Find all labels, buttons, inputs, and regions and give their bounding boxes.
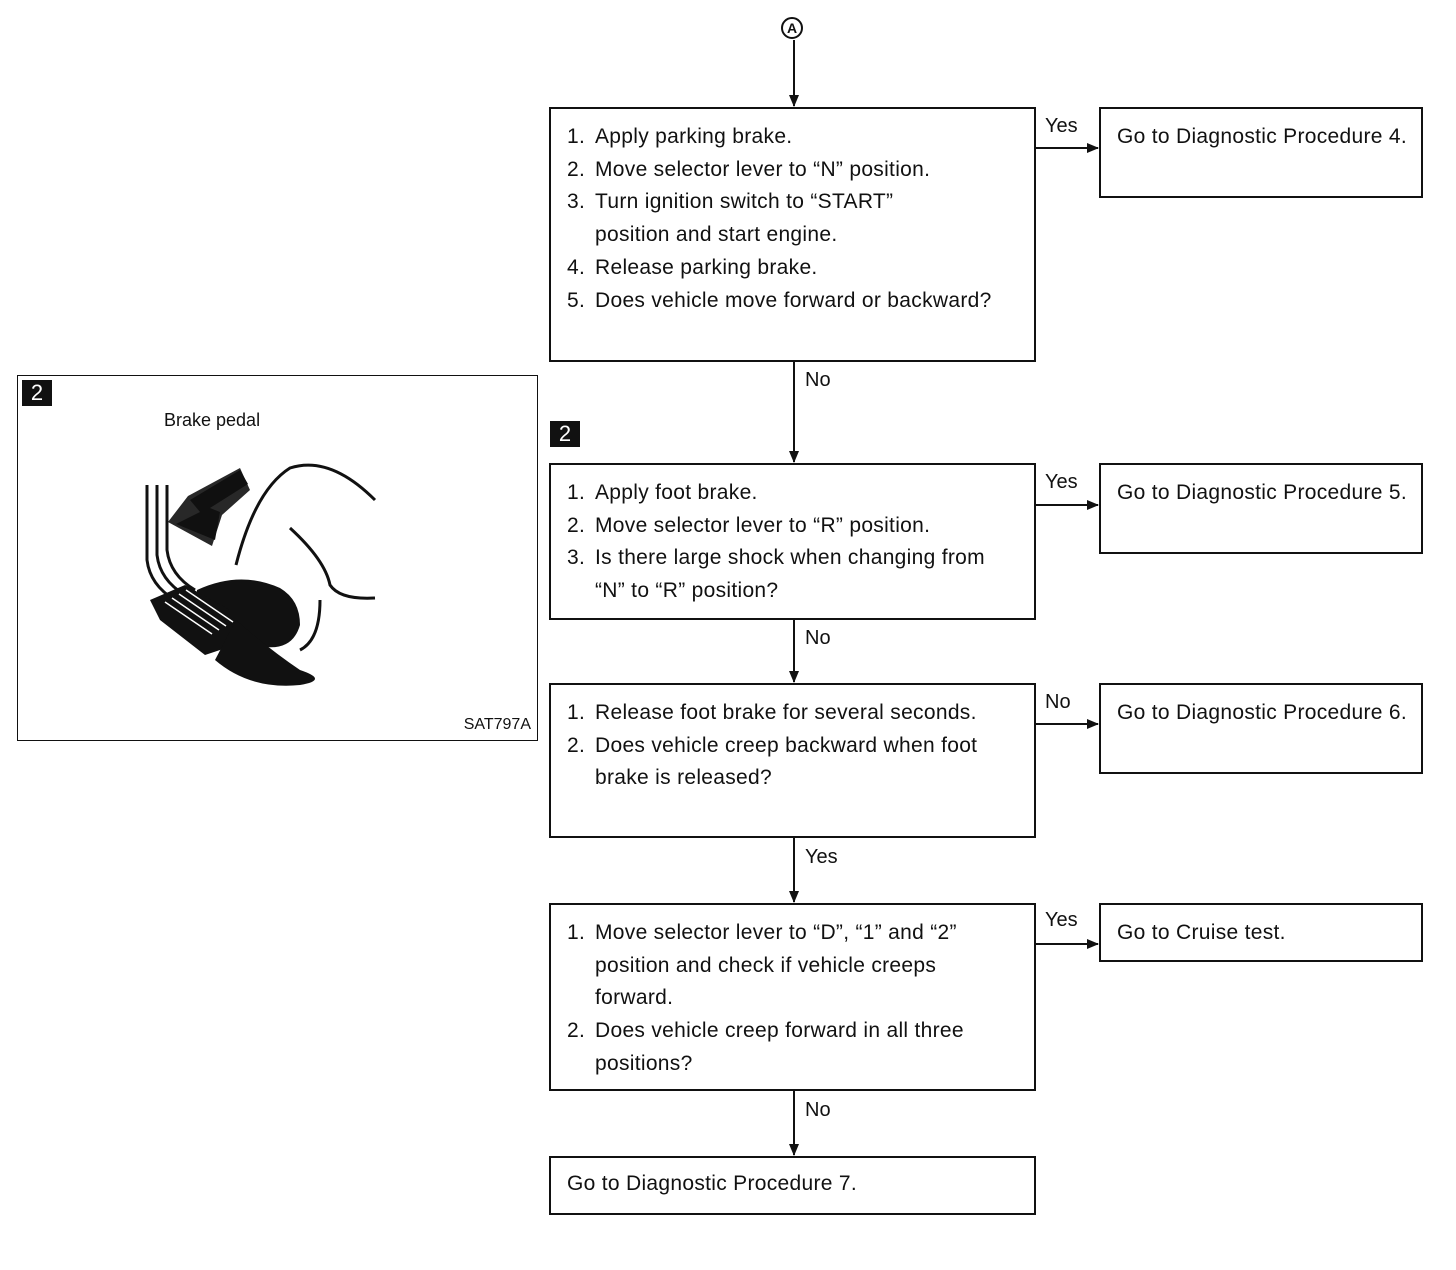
final-box: Go to Diagnostic Procedure 7. <box>549 1156 1036 1215</box>
result-box-2: Go to Diagnostic Procedure 5. <box>1099 463 1423 554</box>
list-item: 2.Does vehicle creep backward when foot … <box>567 733 978 790</box>
box1-side-label: Yes <box>1045 115 1078 137</box>
decision-box-4-steps: 1.Move selector lever to “D”, “1” and “2… <box>567 917 1015 1081</box>
list-item: 2.Does vehicle creep forward in all thre… <box>567 1019 964 1075</box>
decision-box-3-steps: 1.Release foot brake for several seconds… <box>567 697 1015 795</box>
result-box-3: Go to Diagnostic Procedure 6. <box>1099 683 1423 774</box>
result-box-4: Go to Cruise test. <box>1099 903 1423 962</box>
decision-box-2: 1.Apply foot brake. 2.Move selector leve… <box>549 463 1036 620</box>
result-box-2-text: Go to Diagnostic Procedure 5. <box>1117 481 1408 504</box>
decision-box-2-steps: 1.Apply foot brake. 2.Move selector leve… <box>567 477 1015 608</box>
list-item: 4.Release parking brake. <box>567 255 818 279</box>
list-item: 1.Release foot brake for several seconds… <box>567 701 977 724</box>
box3-down-label: Yes <box>805 846 838 868</box>
box3-side-label: No <box>1045 691 1071 713</box>
figure-caption: Brake pedal <box>164 410 261 430</box>
box4-side-label: Yes <box>1045 909 1078 931</box>
decision-box-3: 1.Release foot brake for several seconds… <box>549 683 1036 838</box>
result-box-3-text: Go to Diagnostic Procedure 6. <box>1117 701 1408 724</box>
figure-code: SAT797A <box>463 716 531 733</box>
offpage-connector-symbol: A <box>781 17 803 39</box>
box1-down-label: No <box>805 369 831 391</box>
box4-down-label: No <box>805 1099 831 1121</box>
list-item: 3.Is there large shock when changing fro… <box>567 546 985 603</box>
result-box-1: Go to Diagnostic Procedure 4. <box>1099 107 1423 198</box>
list-item: 2.Move selector lever to “N” position. <box>567 157 931 181</box>
list-item: 3.Turn ignition switch to “START” positi… <box>567 190 894 247</box>
box2-step-badge: 2 <box>550 421 580 447</box>
final-box-text: Go to Diagnostic Procedure 7. <box>567 1172 858 1195</box>
decision-box-1-steps: 1.Apply parking brake. 2.Move selector l… <box>567 121 1003 317</box>
list-item: 1.Apply parking brake. <box>567 125 793 148</box>
list-item: 2.Move selector lever to “R” position. <box>567 513 931 537</box>
decision-box-1: 1.Apply parking brake. 2.Move selector l… <box>549 107 1036 362</box>
decision-box-4: 1.Move selector lever to “D”, “1” and “2… <box>549 903 1036 1091</box>
result-box-4-text: Go to Cruise test. <box>1117 921 1286 944</box>
box2-side-label: Yes <box>1045 471 1078 493</box>
list-item: 1.Move selector lever to “D”, “1” and “2… <box>567 921 957 1010</box>
box2-down-label: No <box>805 627 831 649</box>
result-box-1-text: Go to Diagnostic Procedure 4. <box>1117 125 1408 148</box>
list-item: 1.Apply foot brake. <box>567 481 758 504</box>
figure-step-badge: 2 <box>22 380 52 406</box>
list-item: 5.Does vehicle move forward or backward? <box>567 288 992 312</box>
